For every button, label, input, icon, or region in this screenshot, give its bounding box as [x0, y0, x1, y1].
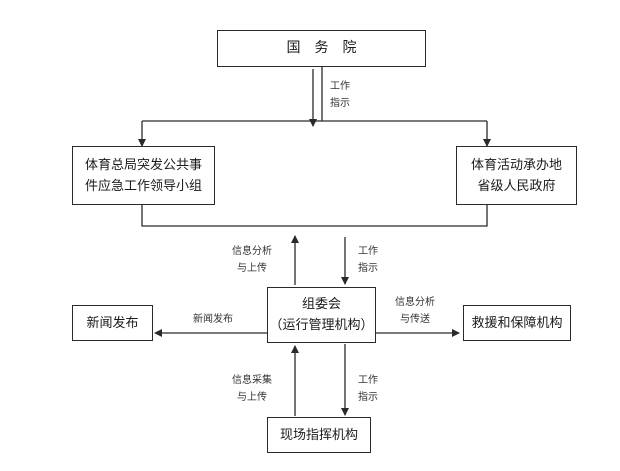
edge-label-info-collect-report: 信息采集 与上传: [232, 375, 272, 403]
node-provincial-government-label: 体育活动承办地 省级人民政府: [470, 157, 562, 194]
node-state-council-label: 国务院: [286, 40, 371, 56]
node-sports-bureau-group-label: 体育总局突发公共事 件应急工作领导小组: [84, 157, 202, 194]
edge-label-work-instruction-center: 工作 指示: [358, 246, 378, 274]
node-rescue-support-label: 救援和保障机构: [471, 315, 563, 331]
edge-label-info-analysis-report: 信息分析 与上传: [232, 246, 272, 274]
node-onsite-command-label: 现场指挥机构: [279, 427, 358, 443]
edge-label-work-instruction-bottom: 工作 指示: [358, 375, 378, 403]
node-sports-bureau-group: 体育总局突发公共事 件应急工作领导小组: [72, 146, 215, 205]
node-onsite-command: 现场指挥机构: [267, 417, 371, 453]
edge-label-news-release: 新闻发布: [193, 314, 233, 325]
edge-label-info-analysis-transfer: 信息分析 与传送: [395, 297, 435, 325]
node-state-council: 国务院: [217, 30, 426, 67]
node-organizing-committee: 组委会 （运行管理机构）: [267, 287, 376, 343]
node-organizing-committee-label: 组委会 （运行管理机构）: [269, 297, 374, 333]
node-news-release-label: 新闻发布: [86, 315, 139, 331]
line-bottom-bracket: [141, 205, 488, 227]
node-provincial-government: 体育活动承办地 省级人民政府: [456, 146, 577, 205]
node-news-release: 新闻发布: [72, 305, 153, 341]
node-rescue-support: 救援和保障机构: [463, 305, 571, 341]
edge-label-top-work-instruction: 工作 指示: [330, 81, 350, 109]
